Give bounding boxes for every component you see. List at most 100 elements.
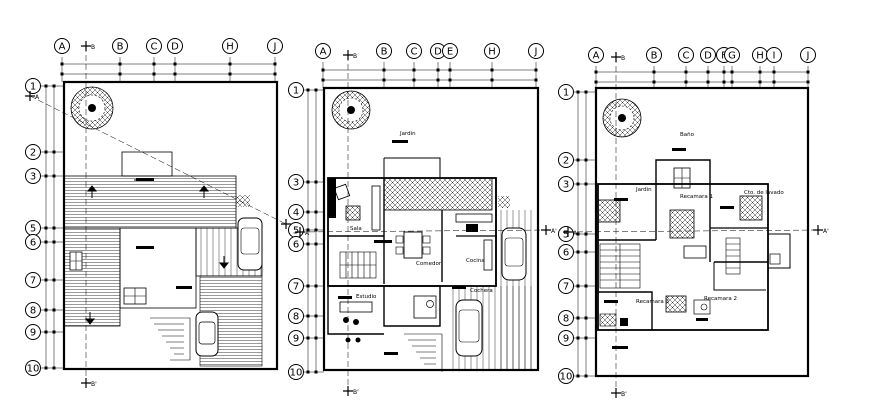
section-mark-bottom: B': [343, 386, 359, 396]
grid-axis-row-1: 1: [288, 82, 304, 98]
dimension-tick: [314, 336, 318, 340]
grid-bubble-label: H: [488, 47, 496, 58]
tree-symbol: [331, 90, 371, 130]
grid-axis-row-9: 9: [558, 330, 574, 346]
grid-axis-column-h: H: [752, 47, 768, 63]
room-label: Estudio: [356, 294, 377, 300]
dimension-tick: [584, 182, 588, 186]
dimension-tick: [584, 232, 588, 236]
grid-axis-row-3: 3: [25, 168, 41, 184]
dimension-tick: [490, 78, 494, 82]
dimension-tick: [306, 228, 310, 232]
grid-bubble-label: J: [273, 42, 277, 53]
grid-bubble-label: 1: [30, 82, 36, 93]
room-label: Jardin: [399, 131, 416, 137]
grid-bubble-label: 8: [30, 306, 36, 317]
grid-bubble-label: 9: [563, 334, 569, 345]
section-mark-label: A': [823, 228, 829, 235]
grid-axis-row-2: 2: [25, 144, 41, 160]
dimension-tick: [273, 62, 277, 66]
dimension-tick: [306, 314, 310, 318]
dimension-tick: [584, 90, 588, 94]
dimension-tick: [584, 316, 588, 320]
dimension-tick: [772, 80, 776, 84]
grid-axis-row-5: 5: [288, 222, 304, 238]
grid-axis-row-7: 7: [558, 278, 574, 294]
dimension-tick: [806, 80, 810, 84]
grid-axis-row-9: 9: [25, 324, 41, 340]
grid-bubble-label: 10: [560, 372, 573, 383]
dining-table: [395, 231, 431, 259]
grid-axis-column-j: J: [267, 38, 283, 54]
grid-axis-column-i: I: [766, 47, 782, 63]
dimension-tick: [306, 180, 310, 184]
grid-axis-column-a: A: [54, 38, 70, 54]
dimension-tick: [44, 308, 48, 312]
grid-axis-row-4: 4: [288, 204, 304, 220]
grid-axis-column-a: A: [315, 43, 331, 59]
bed-symbol: [597, 199, 621, 223]
grid-axis-row-10: 10: [25, 360, 41, 376]
section-mark-left: A: [295, 227, 310, 237]
section-mark-right: A': [813, 225, 829, 235]
room-label: Recamara 2: [704, 296, 737, 302]
grid-bubble-label: J: [534, 47, 538, 58]
section-mark-label: A: [305, 230, 310, 237]
dimension-tick: [412, 68, 416, 72]
dimension-tick: [306, 88, 310, 92]
grid-axis-column-a: A: [588, 47, 604, 63]
grid-bubble-label: 4: [293, 208, 299, 219]
dimension-tick: [118, 72, 122, 76]
section-mark-label: B': [621, 391, 627, 398]
grid-bubble-label: E: [447, 47, 453, 58]
dimension-tick: [52, 174, 56, 178]
dimension-tick: [584, 374, 588, 378]
grid-bubble-label: A: [320, 47, 327, 58]
dimension-tick: [52, 366, 56, 370]
dimension-tick: [576, 158, 580, 162]
grid-bubble-label: B: [381, 47, 388, 58]
dimension-tick: [306, 284, 310, 288]
section-mark-label: B: [91, 44, 95, 51]
room-label: Cto. de lavado: [744, 190, 784, 196]
dimension-tick: [44, 84, 48, 88]
dimension-tick: [314, 88, 318, 92]
grid-bubble-label: B: [651, 51, 658, 62]
grid-bubble-label: 5: [563, 230, 569, 241]
bed-symbol: [665, 295, 687, 313]
dimension-tick: [228, 72, 232, 76]
plan-roof: [62, 80, 279, 371]
grid-bubble-label: 10: [290, 368, 303, 379]
dimension-tick: [806, 70, 810, 74]
room-label: Sala: [350, 226, 362, 232]
grid-bubble-label: 9: [30, 328, 36, 339]
dimension-tick: [706, 70, 710, 74]
dimension-tick: [321, 78, 325, 82]
room-label: Cocina: [466, 258, 485, 264]
grid-bubble-label: 5: [30, 224, 36, 235]
grid-axis-row-6: 6: [288, 236, 304, 252]
grid-axis-column-d: D: [700, 47, 716, 63]
grid-bubble-label: G: [728, 51, 736, 62]
dimension-tick: [584, 158, 588, 162]
grid-axis-column-h: H: [222, 38, 238, 54]
section-mark-label: B': [91, 381, 97, 388]
dimension-tick: [436, 68, 440, 72]
grid-bubble-label: 3: [293, 178, 299, 189]
dimension-tick: [152, 72, 156, 76]
dimension-tick: [152, 62, 156, 66]
grid-bubble-label: J: [806, 51, 810, 62]
grid-bubble-label: A: [59, 42, 66, 53]
dimension-tick: [60, 62, 64, 66]
grid-axis-column-b: B: [112, 38, 128, 54]
dimension-tick: [173, 72, 177, 76]
grid-axis-row-8: 8: [25, 302, 41, 318]
grid-bubble-label: A: [593, 51, 600, 62]
dimension-tick: [576, 374, 580, 378]
grid-bubble-label: 3: [563, 180, 569, 191]
section-mark-top: B: [81, 41, 95, 51]
dimension-tick: [382, 68, 386, 72]
room-label: Baño: [680, 132, 695, 138]
grid-axis-row-7: 7: [25, 272, 41, 288]
